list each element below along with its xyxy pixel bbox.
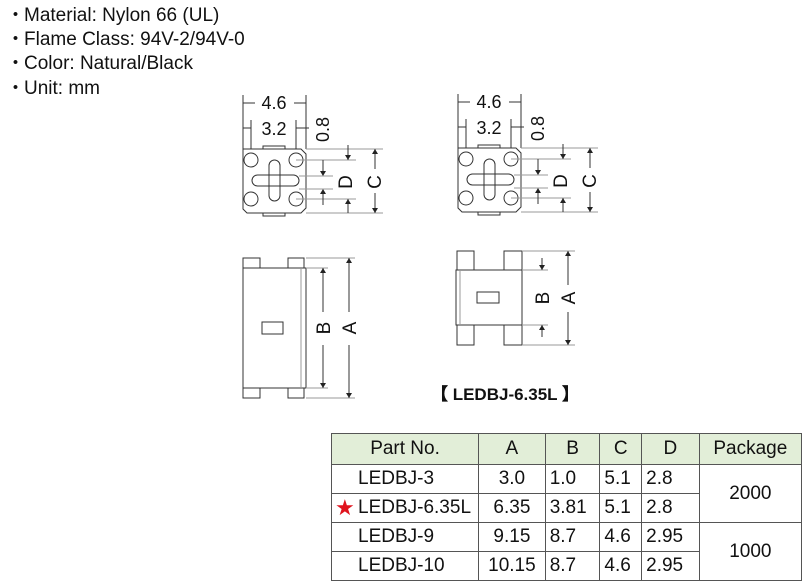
cell-part: LEDBJ-10 bbox=[330, 551, 480, 581]
bullet: ・ bbox=[6, 29, 26, 50]
cell-b: 8.7 bbox=[544, 551, 601, 581]
cell-package: 1000 bbox=[698, 522, 802, 581]
top-view-left: 4.6 3.2 0.8 D C bbox=[242, 93, 386, 217]
table-row: LEDBJ-9 9.15 8.7 4.6 2.95 1000 bbox=[330, 522, 802, 581]
cell-c: 4.6 bbox=[599, 522, 643, 552]
dim-a-label: A bbox=[559, 291, 580, 304]
spec-flame-class: ・Flame Class: 94V-2/94V-0 bbox=[6, 28, 245, 52]
cell-a: 3.0 bbox=[478, 464, 546, 494]
cell-b: 1.0 bbox=[544, 464, 601, 494]
drawing-caption: 【 LEDBJ-6.35L 】 bbox=[431, 384, 579, 404]
bullet: ・ bbox=[6, 5, 26, 26]
dim-width-inner: 3.2 bbox=[476, 118, 501, 138]
cell-a: 9.15 bbox=[478, 522, 546, 552]
dim-width-outer: 4.6 bbox=[476, 92, 501, 112]
side-view-left: B A bbox=[242, 257, 361, 399]
spec-color: ・Color: Natural/Black bbox=[6, 52, 193, 76]
table-header: Part No. A B C D Package bbox=[330, 433, 802, 465]
cell-part: ★LEDBJ-6.35L bbox=[330, 493, 480, 523]
dim-a-label: A bbox=[340, 321, 361, 334]
dim-c-label: C bbox=[580, 174, 601, 188]
cell-part: LEDBJ-3 bbox=[330, 464, 480, 494]
cell-a: 6.35 bbox=[478, 493, 546, 523]
cell-a: 10.15 bbox=[478, 551, 546, 581]
cell-c: 5.1 bbox=[599, 464, 643, 494]
cell-d: 2.8 bbox=[641, 464, 700, 494]
cell-d: 2.95 bbox=[641, 522, 700, 552]
dim-width-inner: 3.2 bbox=[261, 119, 286, 139]
table-row: LEDBJ-3 3.0 1.0 5.1 2.8 2000 bbox=[330, 464, 802, 523]
cell-part: LEDBJ-9 bbox=[330, 522, 480, 552]
table-row: LEDBJ-10 10.15 8.7 4.6 2.95 bbox=[330, 551, 802, 581]
spec-text: Flame Class: 94V-2/94V-0 bbox=[24, 29, 245, 50]
table-row: ★LEDBJ-6.35L 6.35 3.81 5.1 2.8 bbox=[330, 493, 802, 523]
header-c: C bbox=[599, 433, 643, 465]
cell-package: 2000 bbox=[698, 464, 802, 523]
spec-text: Color: Natural/Black bbox=[24, 53, 193, 74]
dimension-table: Part No. A B C D Package LEDBJ-3 3.0 1.0… bbox=[330, 433, 802, 581]
cell-d: 2.95 bbox=[641, 551, 700, 581]
header-a: A bbox=[478, 433, 546, 465]
dim-width-outer: 4.6 bbox=[261, 93, 286, 113]
dim-c-label: C bbox=[365, 175, 386, 189]
spec-unit: ・Unit: mm bbox=[6, 77, 100, 101]
cell-b: 8.7 bbox=[544, 522, 601, 552]
side-view-right: B A bbox=[455, 250, 580, 346]
dim-b-label: B bbox=[314, 322, 335, 335]
bullet: ・ bbox=[6, 78, 26, 99]
cell-c: 5.1 bbox=[599, 493, 643, 523]
part-label: LEDBJ-6.35L bbox=[358, 497, 472, 518]
spec-material: ・Material: Nylon 66 (UL) bbox=[6, 4, 219, 28]
dim-b-label: B bbox=[533, 292, 554, 305]
dim-d-label: D bbox=[551, 174, 572, 188]
spec-text: Unit: mm bbox=[24, 78, 100, 99]
header-part-no: Part No. bbox=[330, 433, 480, 465]
cell-b: 3.81 bbox=[544, 493, 601, 523]
cell-c: 4.6 bbox=[599, 551, 643, 581]
technical-drawing: 4.6 3.2 0.8 D C 4.6 3.2 0.8 D C B A bbox=[242, 92, 601, 404]
cell-d: 2.8 bbox=[641, 493, 700, 523]
dim-d-label: D bbox=[336, 175, 357, 189]
dim-offset: 0.8 bbox=[528, 116, 548, 141]
bullet: ・ bbox=[6, 53, 26, 74]
header-d: D bbox=[641, 433, 700, 465]
top-view-right: 4.6 3.2 0.8 D C bbox=[457, 92, 601, 216]
header-b: B bbox=[544, 433, 601, 465]
spec-text: Material: Nylon 66 (UL) bbox=[24, 5, 220, 26]
header-package: Package bbox=[698, 433, 802, 465]
dim-offset: 0.8 bbox=[313, 117, 333, 142]
star-icon: ★ bbox=[335, 495, 355, 520]
